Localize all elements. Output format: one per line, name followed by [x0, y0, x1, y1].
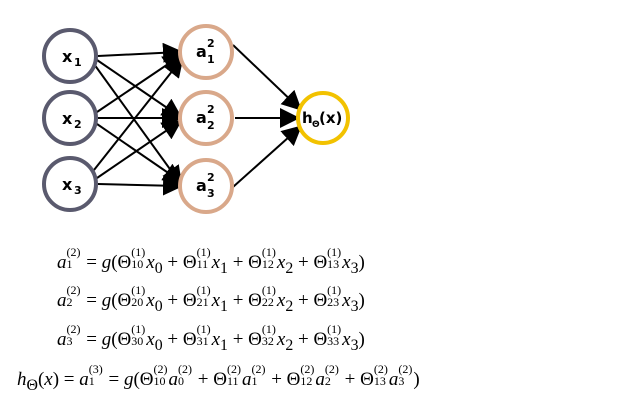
input-subscript: 3 [74, 184, 82, 197]
hidden-superscript: 2 [207, 37, 215, 50]
edge-x2-a3 [96, 123, 184, 184]
input-node-x2: x 2 [42, 90, 98, 146]
input-layer: x 1 x 2 x 3 [42, 28, 98, 212]
output-suffix: (x) [319, 109, 342, 127]
output-node-h: h Θ (x) [296, 91, 350, 145]
edge-a1-h [232, 44, 302, 111]
output-subscript: Θ [312, 120, 320, 130]
edges-input-hidden [93, 42, 184, 196]
hidden-node-a3: a 2 3 [178, 158, 234, 214]
hidden-superscript: 2 [207, 171, 215, 184]
input-node-x1: x 1 [42, 28, 98, 84]
hidden-label: a [196, 108, 207, 127]
hidden-subscript: 2 [207, 119, 215, 132]
output-label: h [302, 109, 313, 127]
hidden-subscript: 3 [207, 187, 215, 200]
hidden-label: a [196, 176, 207, 195]
edge-x3-a2 [96, 119, 183, 179]
edge-x3-a1 [93, 56, 184, 171]
edge-a3-h [232, 125, 302, 188]
edges-hidden-output [232, 44, 302, 188]
edge-x3-a3 [97, 175, 183, 196]
input-node-x3: x 3 [42, 156, 98, 212]
hidden-superscript: 2 [207, 103, 215, 116]
hidden-node-a1: a 2 1 [178, 24, 234, 80]
input-subscript: 2 [74, 118, 82, 131]
edge-x1-a3 [93, 63, 183, 187]
edge-x1-a2 [96, 59, 183, 119]
hidden-label: a [196, 42, 207, 61]
hidden-subscript: 1 [207, 53, 215, 66]
input-label: x [62, 109, 73, 128]
edge-x1-a1 [97, 42, 183, 63]
input-label: x [62, 175, 73, 194]
input-label: x [62, 47, 73, 66]
input-subscript: 1 [74, 56, 82, 69]
hidden-node-a2: a 2 2 [178, 90, 234, 146]
hidden-layer: a 2 1 a 2 2 a 2 3 [178, 24, 234, 214]
